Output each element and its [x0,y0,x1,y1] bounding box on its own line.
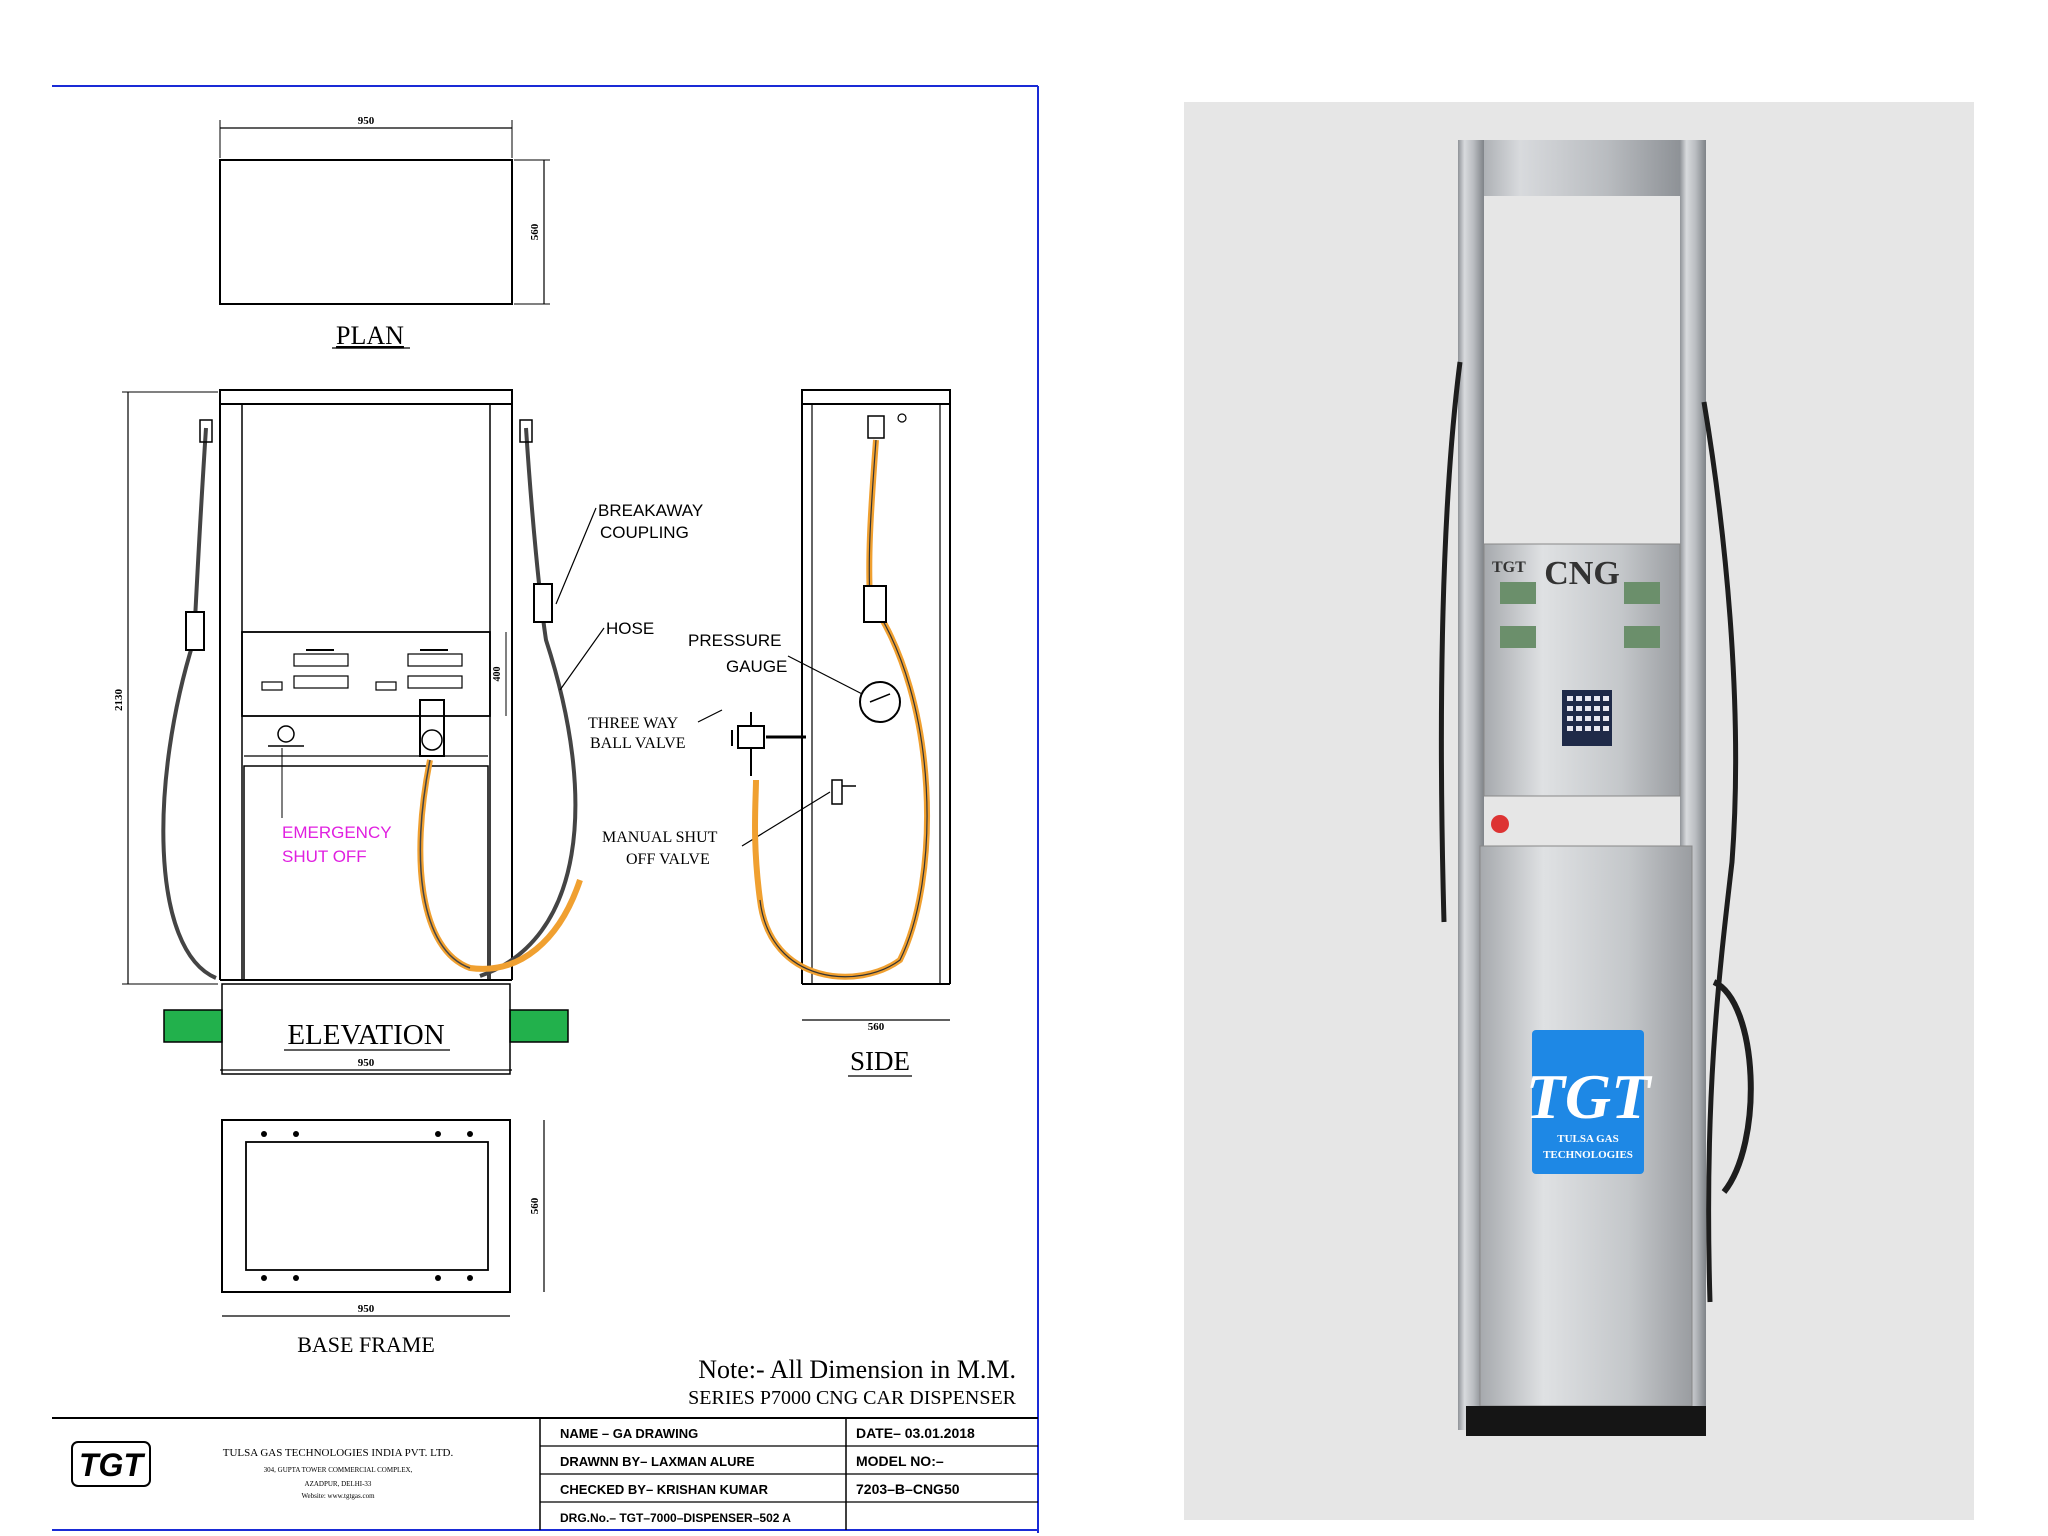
plan-width-dim: 950 [358,115,375,127]
base-frame-title: BASE FRAME [297,1332,435,1357]
right-footing [509,1009,569,1043]
title-block: TGT TULSA GAS TECHNOLOGIES INDIA PVT. LT… [52,1417,1038,1531]
note-series: SERIES P7000 CNG CAR DISPENSER [688,1387,1017,1409]
elevation-height-dim: 2130 [113,689,125,712]
base-depth-dim: 560 [529,1197,541,1214]
drawing-date: DATE– 03.01.2018 [856,1425,975,1441]
panel-height-dim: 400 [492,667,503,682]
model-number-label: MODEL NO:– [856,1453,944,1469]
tgt-brand: TGT [1526,1061,1653,1132]
company-website: Website: www.tgtgas.com [301,1492,375,1500]
elevation-view: 400 2130 ELEVATION 950 [113,389,583,1075]
drawing-name: NAME – GA DRAWING [560,1426,698,1441]
tgt-brand-badge [1532,1030,1644,1174]
plan-title: PLAN [336,321,404,350]
company-address-2: AZADPUR, DELHI-33 [305,1480,372,1488]
breakaway-label-1: BREAKAWAY [598,501,703,520]
left-footing [163,1009,223,1043]
dispenser-illustration: TGT CNG TGT TULSA GAS TECHNOLOGIES [1438,140,1754,1436]
cng-label: CNG [1544,555,1620,592]
three-way-label-2: BALL VALVE [590,735,686,752]
emergency-label-1: EMERGENCY [282,823,392,842]
brand-line-1: TULSA GAS [1557,1133,1618,1145]
checked-by: CHECKED BY– KRISHAN KUMAR [560,1482,769,1497]
drawn-by: DRAWNN BY– LAXMAN ALURE [560,1454,755,1469]
emergency-label-2: SHUT OFF [282,847,367,866]
drawing-number: DRG.No.– TGT–7000–DISPENSER–502 A [560,1511,791,1525]
brand-line-2: TECHNOLOGIES [1543,1149,1633,1161]
model-code: 7203–B–CNG50 [856,1481,960,1497]
side-width-dim: 560 [868,1021,885,1033]
note-dimensions: Note:- All Dimension in M.M. [698,1355,1016,1384]
callouts: BREAKAWAY COUPLING HOSE PRESSURE GAUGE T… [282,501,871,868]
manual-label-1: MANUAL SHUT [602,829,718,846]
breakaway-label-2: COUPLING [600,523,689,542]
pressure-label-1: PRESSURE [688,631,782,650]
company-name: TULSA GAS TECHNOLOGIES INDIA PVT. LTD. [223,1447,454,1459]
company-address-1: 304, GUPTA TOWER COMMERCIAL COMPLEX, [264,1466,413,1474]
base-frame-view: 560 950 BASE FRAME [221,1119,545,1357]
elevation-width-dim: 950 [358,1057,375,1069]
pressure-gauge [859,681,901,723]
elevation-title: ELEVATION [287,1019,444,1051]
side-view: 560 SIDE [731,389,951,1077]
dispenser-photo: TGT CNG TGT TULSA GAS TECHNOLOGIES [1184,102,1974,1520]
panel-logo: TGT [1492,559,1526,576]
side-title: SIDE [850,1046,910,1076]
three-way-label-1: THREE WAY [588,715,679,732]
base-width-dim: 950 [358,1303,375,1315]
tgt-logo: TGT [79,1447,145,1483]
pressure-label-2: GAUGE [726,657,787,676]
manual-label-2: OFF VALVE [626,851,710,868]
tgt-logo-badge [71,1441,151,1487]
plan-view: 950 560 PLAN [219,115,550,350]
plan-depth-dim: 560 [529,223,541,240]
hose-label: HOSE [606,619,654,638]
